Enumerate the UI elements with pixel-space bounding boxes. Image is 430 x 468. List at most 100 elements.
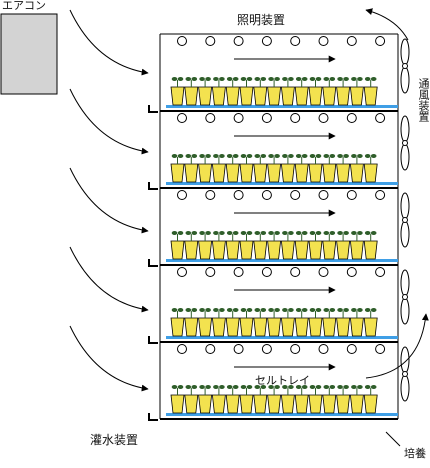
seedling-leaf <box>254 385 261 389</box>
seedling-leaf <box>370 154 377 158</box>
irrigation-pipe <box>148 105 158 113</box>
airflow-arrow <box>69 167 149 234</box>
cell-pot <box>349 163 364 183</box>
cell-pot <box>280 240 295 260</box>
shelf-tier <box>148 110 399 190</box>
ventilation-fans <box>400 38 410 402</box>
cell-tray-label: セルトレイ <box>255 374 310 387</box>
lamp <box>318 36 329 46</box>
seedling-leaf <box>315 154 322 158</box>
cell-pot <box>267 394 282 414</box>
cell-pot <box>280 163 295 183</box>
cell-pot <box>363 86 378 106</box>
seedling-leaf <box>343 231 349 235</box>
seedling-leaf <box>309 154 316 158</box>
lamp <box>290 113 301 123</box>
cell-pot <box>267 86 282 106</box>
seedling-leaf <box>295 385 302 389</box>
aircon-unit <box>0 13 58 95</box>
cell-pot <box>225 317 240 337</box>
seedling-leaf <box>323 308 330 312</box>
seedling-leaf <box>205 308 211 312</box>
seedling-leaf <box>254 308 261 312</box>
seedling-leaf <box>351 231 357 235</box>
seedling-leaf <box>254 231 261 235</box>
lamp <box>318 344 329 354</box>
lamp <box>375 36 386 46</box>
seedling-leaf <box>268 77 274 81</box>
seedling-leaf <box>191 154 198 158</box>
irrigation-pipe <box>148 182 158 190</box>
cell-pot <box>225 86 240 106</box>
seedling-leaf <box>240 385 247 389</box>
seedling-leaf <box>268 154 274 158</box>
seedling-leaf <box>240 77 247 81</box>
seedling-leaf <box>301 308 308 312</box>
cell-pot <box>239 163 254 183</box>
seedling-leaf <box>260 385 267 389</box>
seedling-leaf <box>329 231 336 235</box>
shelf-tier <box>148 187 399 267</box>
seedling-leaf <box>309 385 316 389</box>
cell-pot <box>308 240 323 260</box>
seedling-leaf <box>337 385 343 389</box>
seedling-leaf <box>351 77 357 81</box>
cell-pot <box>349 240 364 260</box>
fan-blade <box>400 220 410 248</box>
seedling-leaf <box>329 308 336 312</box>
seedling-leaf <box>219 308 225 312</box>
seedling-leaf <box>268 231 274 235</box>
seedling-leaf <box>274 308 280 312</box>
lamp <box>261 267 272 277</box>
seedling-leaf <box>343 77 349 81</box>
seedling-leaf <box>315 77 322 81</box>
cell-pot <box>308 163 323 183</box>
cell-pot <box>280 86 295 106</box>
seedling-leaf <box>254 154 261 158</box>
irrigation-pipe <box>148 336 158 344</box>
seedling-leaf <box>226 385 233 389</box>
seedling-leaf <box>177 231 184 235</box>
seedling-leaf <box>357 385 363 389</box>
seedling-leaf <box>226 77 233 81</box>
seedling-leaf <box>205 385 211 389</box>
cell-pot <box>294 317 309 337</box>
seedling-leaf <box>226 154 233 158</box>
cell-pot <box>225 240 240 260</box>
cultivation-shelf-label: 培養 <box>404 447 426 460</box>
water-channel <box>166 182 398 185</box>
cell-pot <box>294 163 309 183</box>
ventilation-label: 通風装置 <box>417 78 430 122</box>
seedling-leaf <box>199 231 205 235</box>
airflow-arrows <box>69 9 149 392</box>
lamp <box>346 344 357 354</box>
seedling-leaf <box>337 154 343 158</box>
seedling-leaf <box>260 154 267 158</box>
seedling-leaf <box>351 385 357 389</box>
seedling-leaf <box>274 77 280 81</box>
cell-pot <box>170 394 185 414</box>
lamp <box>375 113 386 123</box>
fan-blade <box>400 297 410 325</box>
lamp <box>261 113 272 123</box>
seedling-leaf <box>232 231 239 235</box>
lamp <box>346 36 357 46</box>
seedling-leaf <box>171 385 178 389</box>
cell-pot <box>267 163 282 183</box>
seedling-leaf <box>370 231 377 235</box>
cultivation-shelf <box>148 33 399 421</box>
cell-pot <box>170 86 185 106</box>
lamp <box>261 190 272 200</box>
lamp <box>233 36 244 46</box>
seedling-leaf <box>171 77 178 81</box>
seedling-leaf <box>260 231 267 235</box>
seedling-leaf <box>185 308 192 312</box>
lamp <box>375 190 386 200</box>
airflow-arrow <box>69 9 149 76</box>
seedling-leaf <box>171 231 178 235</box>
lamp <box>205 344 216 354</box>
seedling-leaf <box>364 231 371 235</box>
lamp <box>233 113 244 123</box>
seedling-leaf <box>329 77 336 81</box>
seedling-leaf <box>323 77 330 81</box>
